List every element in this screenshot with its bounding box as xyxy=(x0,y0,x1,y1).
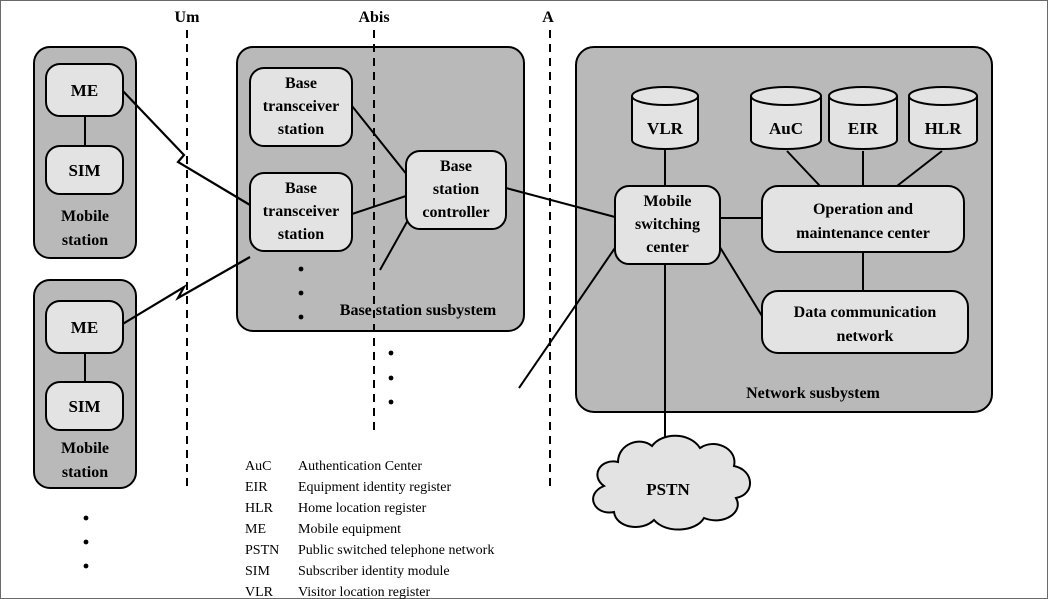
bts-label-line1: Base xyxy=(285,180,317,197)
legend-definition: Mobile equipment xyxy=(298,522,401,537)
vlr-label: VLR xyxy=(647,119,684,138)
pstn-cloud-shape xyxy=(592,434,751,531)
nss-label: Network susbystem xyxy=(746,385,880,402)
bsc-extra-link xyxy=(379,219,409,271)
mobile-station-1: ME SIM Mobile station xyxy=(45,63,124,249)
omc-label-line1: Operation and xyxy=(813,201,913,218)
me-label: ME xyxy=(71,318,98,337)
bss-label: Base station susbystem xyxy=(340,302,497,319)
bsc-box xyxy=(405,150,507,230)
legend-definition: Visitor location register xyxy=(298,585,430,599)
bsc-label-line3: controller xyxy=(422,204,489,221)
bts-label-line1: Base xyxy=(285,75,317,92)
legend-definition: Authentication Center xyxy=(298,459,422,474)
mobile-station-label-line1: Mobile xyxy=(61,208,109,225)
more-mobile-stations-ellipsis xyxy=(83,515,89,569)
bts-label-line2: transceiver xyxy=(263,98,339,115)
more-bts-ellipsis xyxy=(298,266,304,320)
bsc-msc-link xyxy=(505,187,616,218)
sim-node xyxy=(45,381,124,431)
pstn-label: PSTN xyxy=(646,480,690,499)
auc-database: AuC xyxy=(750,86,822,150)
legend-abbr: VLR xyxy=(245,585,274,599)
msc-label-line2: switching xyxy=(635,216,700,233)
bsc-node: Base station controller xyxy=(405,150,507,230)
more-bss-ellipsis xyxy=(388,350,394,405)
auc-label: AuC xyxy=(769,119,803,138)
dcn-node: Data communication network xyxy=(761,290,969,354)
omc-auc-link xyxy=(786,150,821,187)
bts2-bsc-link xyxy=(351,195,407,215)
dcn-box xyxy=(761,290,969,354)
legend-definition: Subscriber identity module xyxy=(298,564,450,579)
omc-node: Operation and maintenance center xyxy=(761,185,965,253)
legend-abbr: ME xyxy=(245,522,266,537)
mobile-station-label-line1: Mobile xyxy=(61,440,109,457)
me-node xyxy=(45,300,124,354)
hlr-database: HLR xyxy=(908,86,978,150)
mobile-station-2: ME SIM Mobile station xyxy=(45,300,124,481)
msc-dcn-link xyxy=(717,243,763,317)
bsc-label-line2: station xyxy=(433,181,479,198)
bsc-label-line1: Base xyxy=(440,158,472,175)
bts-node-1: Base transceiver station xyxy=(249,67,353,147)
hlr-label: HLR xyxy=(925,119,963,138)
msc-box xyxy=(614,185,721,265)
sim-label: SIM xyxy=(68,397,100,416)
me-node xyxy=(45,63,124,117)
mobile-station-label-line2: station xyxy=(62,464,108,481)
a-interface-label: A xyxy=(542,9,554,26)
omc-box xyxy=(761,185,965,253)
bts-label-line2: transceiver xyxy=(263,203,339,220)
legend-abbr: PSTN xyxy=(245,543,279,558)
bts1-bsc-link xyxy=(351,105,409,177)
omc-hlr-link xyxy=(896,150,943,187)
msc-label-line3: center xyxy=(646,239,689,256)
legend-definition: Public switched telephone network xyxy=(298,543,494,558)
bts-node-2: Base transceiver station xyxy=(249,172,353,252)
legend-abbr: AuC xyxy=(245,459,271,474)
sim-label: SIM xyxy=(68,161,100,180)
me-label: ME xyxy=(71,81,98,100)
msc-node: Mobile switching center xyxy=(614,185,721,265)
msc-extra-link xyxy=(518,244,618,389)
vlr-database: VLR xyxy=(631,86,699,150)
mobile-station-label-line2: station xyxy=(62,232,108,249)
legend-abbr: HLR xyxy=(245,501,274,516)
bts-box xyxy=(249,67,353,147)
dcn-label-line2: network xyxy=(837,328,894,345)
legend-abbr: SIM xyxy=(245,564,270,579)
radio-link-ms2 xyxy=(120,256,251,326)
omc-label-line2: maintenance center xyxy=(796,225,930,242)
radio-link-ms1 xyxy=(120,88,251,206)
bts-label-line3: station xyxy=(278,226,324,243)
bts-label-line3: station xyxy=(278,121,324,138)
bts-box xyxy=(249,172,353,252)
um-interface-label: Um xyxy=(175,9,201,26)
sim-node xyxy=(45,145,124,195)
legend-definition: Equipment identity register xyxy=(298,480,452,495)
legend-definition: Home location register xyxy=(298,501,427,516)
legend-abbr: EIR xyxy=(245,480,268,495)
abis-interface-label: Abis xyxy=(358,9,389,26)
msc-label-line1: Mobile xyxy=(644,193,692,210)
eir-database: EIR xyxy=(828,86,898,150)
eir-label: EIR xyxy=(848,119,879,138)
dcn-label-line1: Data communication xyxy=(794,304,937,321)
pstn-cloud: PSTN xyxy=(592,434,751,531)
